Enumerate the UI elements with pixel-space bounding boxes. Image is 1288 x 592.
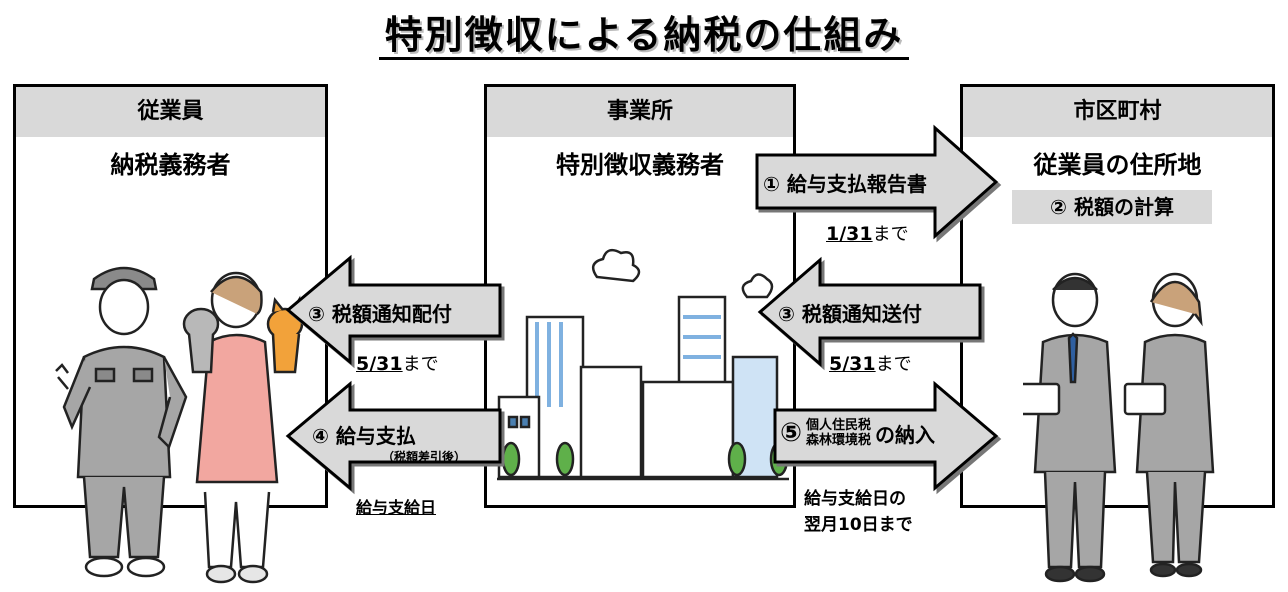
employee-box: 従業員 納税義務者 — [13, 84, 328, 584]
arrow-report — [755, 124, 999, 240]
payment-tax-2: 森林環境税 — [806, 433, 872, 448]
payment-deadline-1: 給与支給日の — [804, 489, 906, 509]
notice-deliver-label: ③ 税額通知配付 — [308, 302, 452, 326]
employee-header: 従業員 — [16, 87, 325, 137]
payment-deadline-2: 翌月10日まで — [804, 515, 913, 535]
buildings-illustration — [497, 248, 789, 481]
report-deadline: 1/31まで — [826, 223, 909, 245]
municipality-header: 市区町村 — [963, 87, 1272, 137]
arrow-notice-deliver — [285, 254, 502, 366]
notice-send-label: ③ 税額通知送付 — [778, 302, 922, 326]
municipality-role: 従業員の住所地 — [1033, 151, 1202, 179]
report-label: ① 給与支払報告書 — [763, 172, 927, 196]
notice-deliver-deadline: 5/31まで — [356, 353, 439, 375]
page-title: 特別徴収による納税の仕組み — [0, 4, 1288, 60]
pay-note: （税額差引後） — [382, 450, 467, 464]
payment-deadline: 給与支給日の 翌月10日まで — [804, 486, 913, 538]
arrow-notice-send — [757, 256, 982, 368]
pay-label: ④ 給与支払 — [312, 424, 416, 448]
tax-calculation-label: ② 税額の計算 — [1012, 190, 1212, 224]
payment-taxes: 個人住民税 森林環境税 — [806, 418, 871, 448]
payment-num: ⑤ — [780, 418, 803, 448]
notice-send-deadline: 5/31まで — [829, 353, 912, 375]
flow-arrows — [285, 124, 999, 492]
page-title-text: 特別徴収による納税の仕組み — [378, 13, 910, 60]
pay-deadline: 給与支給日 — [356, 498, 437, 517]
municipality-box: 市区町村 従業員の住所地 — [960, 84, 1275, 583]
payment-tax-1: 個人住民税 — [806, 418, 872, 433]
employee-role: 納税義務者 — [110, 151, 231, 179]
officials-illustration — [1023, 272, 1215, 583]
office-box: 事業所 特別徴収義務者 — [484, 84, 796, 508]
payment-suffix: の納入 — [875, 422, 936, 447]
payment-label: ⑤ 個人住民税 森林環境税 の納入 — [780, 418, 935, 448]
arrow-pay — [285, 380, 502, 492]
office-header: 事業所 — [487, 87, 793, 137]
arrow-payment — [773, 380, 999, 492]
office-role: 特別徴収義務者 — [556, 151, 724, 179]
